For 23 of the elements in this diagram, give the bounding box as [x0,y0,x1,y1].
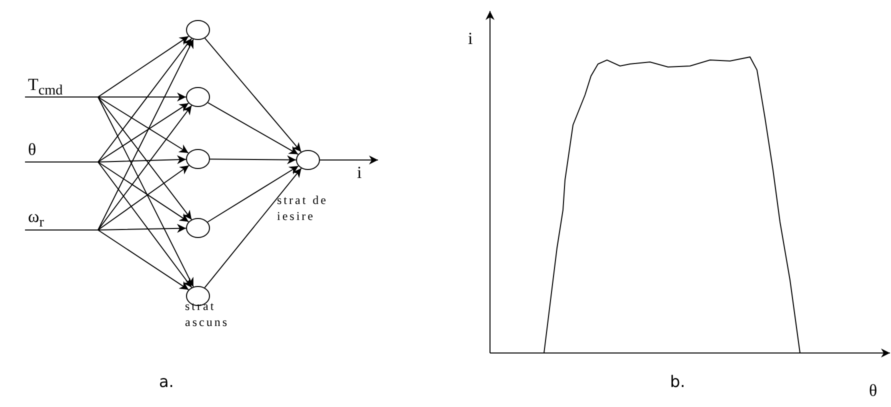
arrow [207,102,299,155]
panel-label: b. [670,373,686,391]
axis-label: i [468,30,473,48]
signal-label: T$_{cmd}$ [28,76,74,96]
neuron-circle [186,87,210,107]
arrow [24,230,190,290]
signal-label: θ [28,141,44,161]
neuron-circle [186,218,210,238]
arrow [24,162,192,288]
layer-caption: strat de iesire [277,192,329,224]
axis-label: θ [869,382,878,400]
arrow [320,156,378,164]
arrow [207,166,299,222]
signal-label: ω$_{r}$ [28,208,54,228]
arrow [24,96,194,288]
neuron-circle [186,149,210,169]
arrow [210,155,296,164]
signal-label: i [357,160,379,188]
arrow [204,168,302,288]
arrow [204,38,302,152]
neuron-circle [296,150,320,170]
panel-label: a. [159,373,174,391]
neuron-circle [186,20,210,40]
